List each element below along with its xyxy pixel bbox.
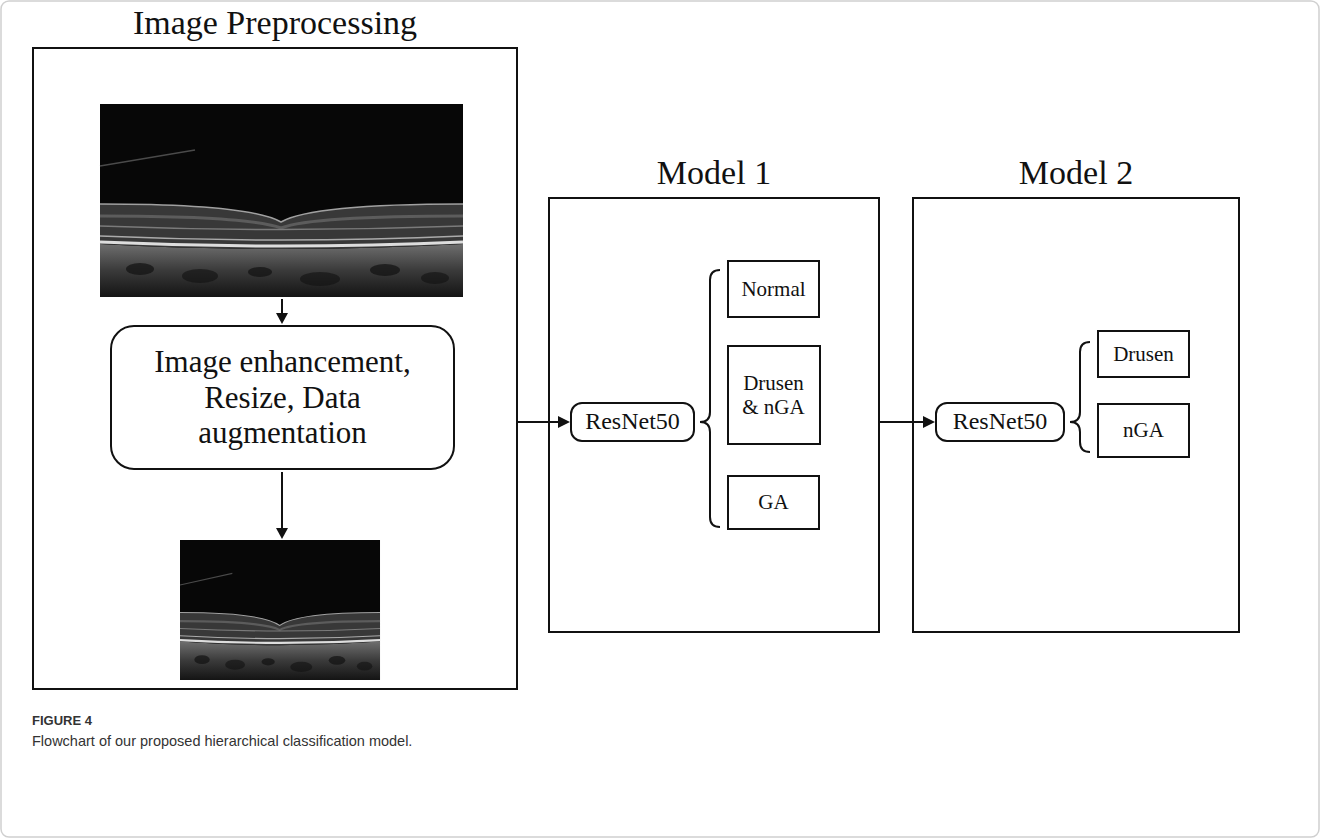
connector-arrow: [518, 416, 570, 428]
group-heading: Image Preprocessing: [34, 3, 516, 43]
brace: [1070, 342, 1090, 452]
arrowhead: [558, 416, 570, 428]
box-label: Normal: [741, 277, 805, 301]
box-label: ResNet50: [585, 408, 680, 436]
class-box: Normal: [727, 260, 820, 318]
class-box: nGA: [1097, 403, 1190, 458]
model-box: ResNet50: [570, 402, 695, 442]
group-box: Model 1ResNet50NormalDrusen & nGAGA: [548, 197, 880, 633]
arrowhead: [923, 416, 935, 428]
connector-line: [880, 421, 924, 423]
box-label: GA: [758, 490, 788, 514]
connector-arrow: [880, 416, 935, 428]
caption-area: FIGURE 4Flowchart of our proposed hierar…: [32, 712, 1282, 752]
group-box: Image PreprocessingImage enhancement, Re…: [32, 47, 518, 690]
group-heading: Model 2: [914, 153, 1238, 193]
brace: [700, 270, 720, 527]
box-label: nGA: [1123, 418, 1164, 442]
class-box: GA: [727, 475, 820, 530]
group-box: Model 2ResNet50DrusennGA: [912, 197, 1240, 633]
oct-image-original: [100, 104, 463, 297]
oct-image-processed: [180, 540, 380, 680]
class-box: Drusen & nGA: [727, 345, 821, 445]
figure-number: FIGURE 4: [32, 712, 1282, 730]
process-box: Image enhancement, Resize, Data augmenta…: [110, 325, 455, 470]
box-label: Drusen & nGA: [735, 371, 813, 419]
group-heading: Model 1: [550, 153, 878, 193]
box-label: Image enhancement, Resize, Data augmenta…: [143, 344, 423, 451]
connector-line: [518, 421, 559, 423]
model-box: ResNet50: [935, 402, 1065, 442]
box-label: ResNet50: [953, 408, 1048, 436]
box-label: Drusen: [1113, 342, 1174, 366]
class-box: Drusen: [1097, 330, 1190, 378]
figure-caption: Flowchart of our proposed hierarchical c…: [32, 730, 1282, 752]
